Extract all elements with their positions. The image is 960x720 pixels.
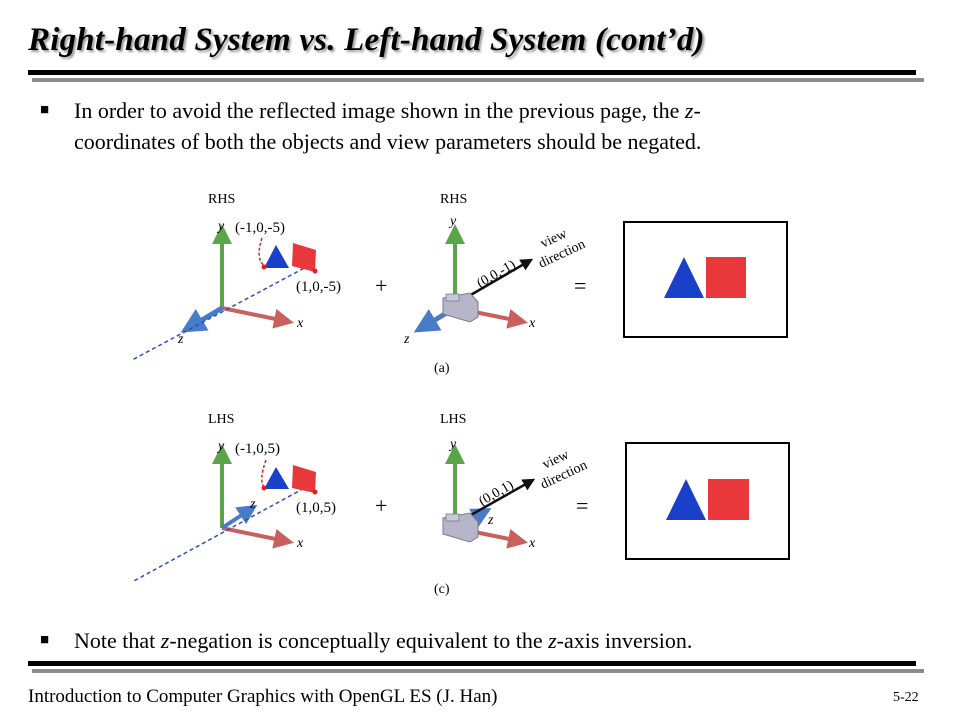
z-label-bottom-left: z xyxy=(249,497,256,512)
bullet-item-2: ■ Note that z-negation is conceptually e… xyxy=(40,625,860,657)
point-marker-triangle-top xyxy=(261,264,267,270)
footer-rule-black xyxy=(28,661,916,666)
plus-sign-top: + xyxy=(375,273,387,298)
point-label-square-top: (1,0,-5) xyxy=(296,279,341,295)
x-label-bottom-middle: x xyxy=(528,536,536,551)
bullet-item-1: ■ In order to avoid the reflected image … xyxy=(40,95,860,159)
caption-a: (a) xyxy=(434,361,450,376)
equals-sign-top: = xyxy=(574,273,586,298)
equals-sign-bottom: = xyxy=(576,493,588,518)
square-result-bottom xyxy=(708,479,749,520)
triangle-result-top xyxy=(664,257,704,298)
square-result-top xyxy=(706,257,746,298)
view-vector-label-bottom: (0,0,1) xyxy=(477,478,517,510)
caption-c: (c) xyxy=(434,582,450,597)
bullet-text-1: In order to avoid the reflected image sh… xyxy=(74,98,702,154)
x-label-top-middle: x xyxy=(528,316,536,331)
z-label-top-left: z xyxy=(177,332,184,347)
page-number: 5-22 xyxy=(893,690,919,705)
y-label-bottom-middle: y xyxy=(448,437,457,452)
y-label-top-left: y xyxy=(216,219,225,234)
x-label-bottom-left: x xyxy=(296,536,304,551)
lhs-label-bottom-left: LHS xyxy=(208,412,234,427)
view-direction-arrow-bottom xyxy=(461,478,536,522)
x-axis-bottom-left xyxy=(221,526,294,549)
result-frame-bottom xyxy=(625,442,790,560)
square-bottom-left xyxy=(292,465,316,493)
point-marker-square-top xyxy=(312,268,318,274)
title-rule-gray xyxy=(32,78,924,82)
z-label-bottom-middle: z xyxy=(487,513,494,528)
bullet-text-2: Note that z-negation is conceptually equ… xyxy=(74,628,693,653)
y-label-bottom-left: y xyxy=(216,439,225,454)
rotation-arc-top xyxy=(258,237,266,267)
z-axis-dashed-line-top-left xyxy=(131,264,311,361)
rotation-arc-bottom xyxy=(261,459,267,489)
point-marker-square-bottom xyxy=(312,489,318,495)
x-label-top-left: x xyxy=(296,316,304,331)
triangle-result-bottom xyxy=(666,479,706,520)
lhs-label-bottom-middle: LHS xyxy=(440,412,466,427)
triangle-top-left xyxy=(264,245,289,268)
footer-course-title: Introduction to Computer Graphics with O… xyxy=(28,686,498,707)
camera-icon-top xyxy=(442,292,479,323)
title-rule-black xyxy=(28,70,916,75)
square-bullet-icon: ■ xyxy=(40,632,50,648)
square-bullet-icon: ■ xyxy=(40,102,50,118)
z-axis-top-left xyxy=(180,305,224,333)
rhs-label-top-left: RHS xyxy=(208,192,235,207)
triangle-bottom-left xyxy=(264,467,289,489)
point-label-triangle-bottom: (-1,0,5) xyxy=(235,441,280,457)
rhs-label-top-middle: RHS xyxy=(440,192,467,207)
z-label-top-middle: z xyxy=(403,332,410,347)
y-label-top-middle: y xyxy=(448,214,457,229)
view-direction-arrow-top xyxy=(461,258,534,302)
point-label-square-bottom: (1,0,5) xyxy=(296,500,336,516)
plus-sign-bottom: + xyxy=(375,493,387,518)
slide-title: Right-hand System vs. Left-hand System (… xyxy=(28,22,705,58)
x-axis-top-left xyxy=(221,306,294,329)
z-axis-dashed-line-bottom-left xyxy=(131,484,311,583)
footer-rule-gray xyxy=(32,669,924,673)
square-top-left xyxy=(292,243,316,272)
point-marker-triangle-bottom xyxy=(261,485,267,491)
coordinate-system-figure: RHS y x z (-1,0,-5) (1,0,-5) + RHS y x z… xyxy=(131,192,790,597)
view-vector-label-top: (0,0,-1) xyxy=(475,257,519,291)
point-label-triangle-top: (-1,0,-5) xyxy=(235,220,285,236)
result-frame-top xyxy=(623,221,788,338)
z-axis-bottom-left xyxy=(220,504,258,530)
camera-icon-bottom xyxy=(442,512,479,543)
